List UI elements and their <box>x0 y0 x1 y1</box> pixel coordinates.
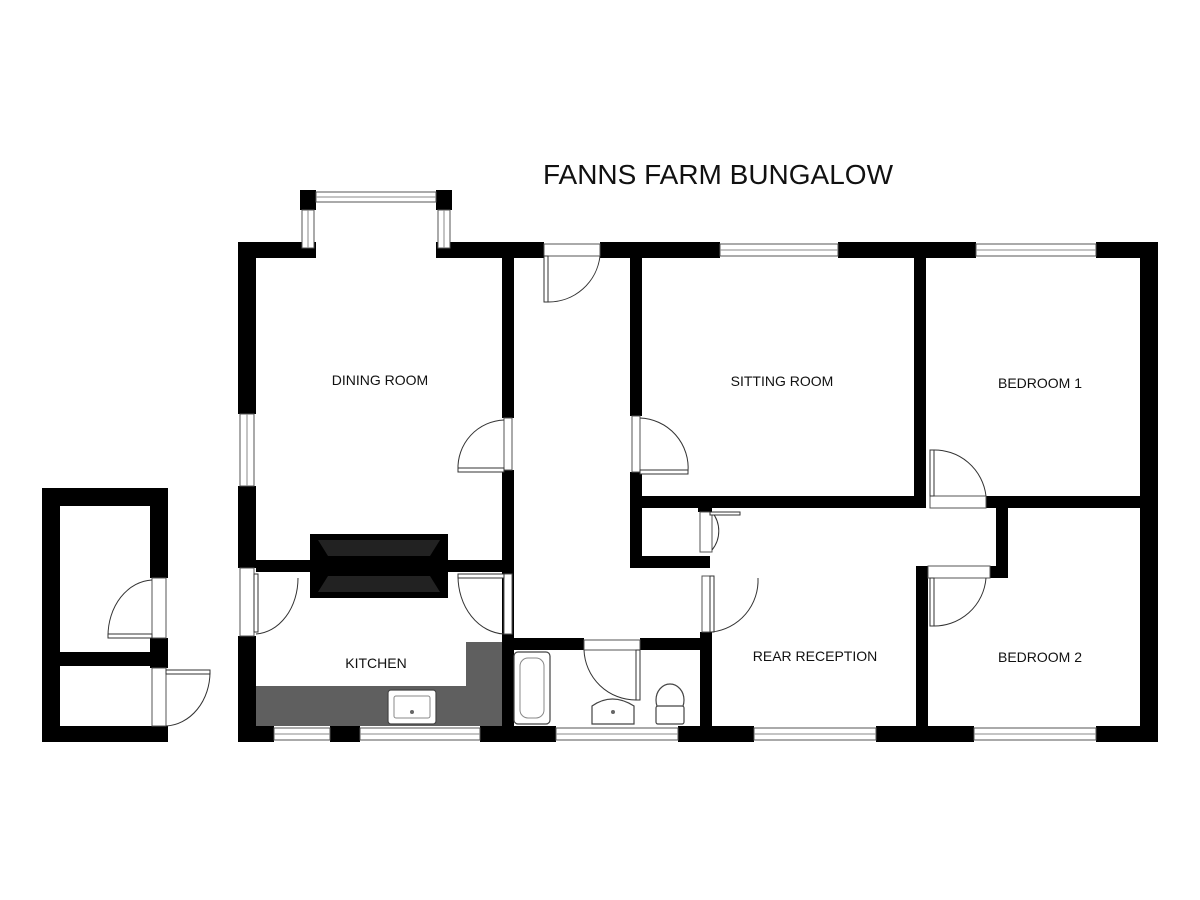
basin <box>591 698 635 725</box>
windows <box>239 191 1097 741</box>
door-bedroom1 <box>929 449 987 509</box>
walls <box>42 190 1158 742</box>
wall-cupboard-bottom <box>630 556 710 568</box>
window-bath-bottom <box>555 727 679 741</box>
label-bedroom-2: BEDROOM 2 <box>998 649 1082 665</box>
toilet <box>655 683 685 725</box>
door-front <box>543 243 601 303</box>
door-bedroom2 <box>927 565 991 627</box>
door-bathroom <box>583 639 641 701</box>
label-kitchen: KITCHEN <box>345 655 406 671</box>
room-labels: DINING ROOM SITTING ROOM BEDROOM 1 KITCH… <box>332 372 1082 671</box>
wall-bottom-1 <box>238 726 274 742</box>
label-sitting-room: SITTING ROOM <box>731 373 834 389</box>
window-bay-right <box>437 209 451 249</box>
window-kitchen-bottom-small <box>273 727 331 741</box>
wall-top-left <box>238 242 316 258</box>
door-rear-reception <box>701 575 759 633</box>
label-dining-room: DINING ROOM <box>332 372 428 388</box>
wall-out-bottom <box>42 726 168 742</box>
doors <box>107 243 991 727</box>
wall-bottom-6 <box>1096 726 1158 742</box>
door-sitting <box>631 415 689 475</box>
wall-sitting-rear <box>630 496 924 508</box>
wall-bottom-2 <box>330 726 360 742</box>
window-bedroom2-bottom <box>973 727 1097 741</box>
wall-bath-top-left <box>502 638 584 650</box>
wall-top-mid2 <box>600 242 720 258</box>
door-kitchen-right <box>457 573 513 635</box>
wall-bedroom1-bedroom2 <box>986 496 1158 508</box>
wall-out-right-mid <box>150 638 168 668</box>
wall-top-mid1 <box>436 242 544 258</box>
label-rear-reception: REAR RECEPTION <box>753 648 877 664</box>
kitchen-counter-side <box>466 642 502 726</box>
window-rear-bottom <box>753 727 877 741</box>
wall-bath-top-right <box>640 638 712 650</box>
wall-hall-sitting-upper <box>630 258 642 416</box>
wall-left-mid <box>238 486 256 568</box>
wall-right <box>1140 242 1158 742</box>
door-outbuilding-upper <box>107 577 167 639</box>
window-kitchen-bottom <box>359 727 481 741</box>
window-bay-front <box>315 191 437 203</box>
wall-hall-sitting-lower <box>630 472 642 568</box>
wall-rear-bath-lower <box>700 632 712 742</box>
wall-landing-right <box>996 496 1008 576</box>
wall-left-upper <box>238 242 256 414</box>
wall-dining-hall-lower <box>502 470 514 574</box>
wall-bay-right <box>436 190 452 210</box>
door-cupboard <box>699 511 741 553</box>
wall-out-left <box>42 488 60 742</box>
window-bay-left <box>301 209 315 249</box>
door-dining <box>457 417 513 473</box>
kitchen-sink <box>387 689 437 725</box>
label-bedroom-1: BEDROOM 1 <box>998 375 1082 391</box>
window-dining-left <box>239 413 255 487</box>
chimney-breast <box>310 534 448 598</box>
window-sitting-top <box>719 243 839 257</box>
wall-landing-bottom <box>990 566 1008 578</box>
wall-bottom-4 <box>678 726 754 742</box>
wall-top-mid3 <box>838 242 976 258</box>
wall-out-right-upper <box>150 488 168 578</box>
wall-left-lower <box>238 636 256 742</box>
wall-out-divider <box>60 652 150 666</box>
bath <box>513 651 551 725</box>
door-outbuilding-lower <box>151 667 211 727</box>
wall-sitting-bedroom1 <box>914 258 926 508</box>
plan-title: FANNS FARM BUNGALOW <box>543 159 894 190</box>
wall-rear-bedroom2 <box>916 566 928 742</box>
window-bedroom1-top <box>975 243 1097 257</box>
fixtures <box>256 534 685 726</box>
wall-out-top <box>42 488 168 506</box>
kitchen-counter <box>256 686 502 726</box>
wall-dining-hall-upper <box>502 258 514 418</box>
door-kitchen-left <box>239 567 299 637</box>
wall-bay-left <box>300 190 316 210</box>
wall-bottom-3 <box>480 726 556 742</box>
